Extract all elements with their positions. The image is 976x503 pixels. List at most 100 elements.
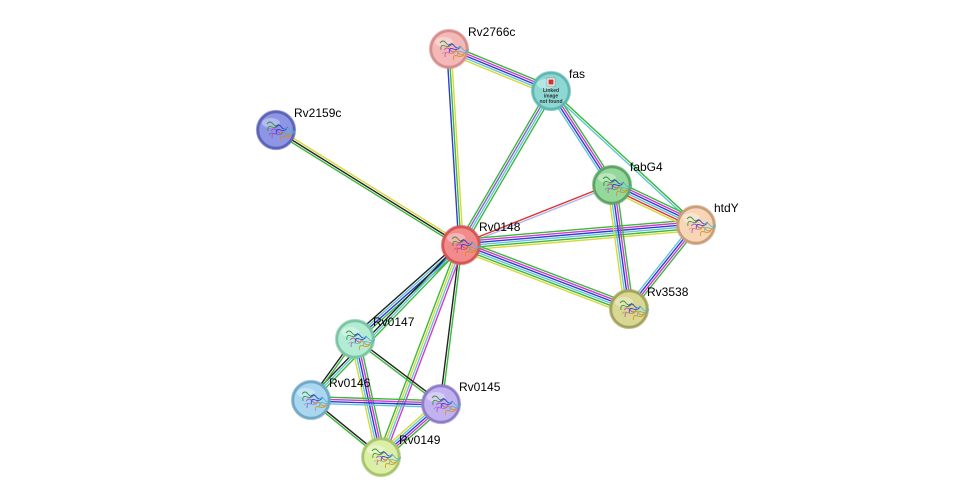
edge-evidence-line bbox=[439, 244, 461, 405]
structure-strand bbox=[318, 397, 332, 408]
structure-strand bbox=[441, 50, 457, 55]
edge-evidence-line bbox=[450, 48, 464, 246]
node-label: Rv0146 bbox=[329, 376, 371, 390]
edge-evidence-line bbox=[381, 244, 463, 459]
edge-evidence-line bbox=[551, 89, 698, 225]
node-bubble[interactable] bbox=[531, 71, 571, 111]
node-Rv0145[interactable]: Rv0145 bbox=[420, 380, 501, 425]
structure-strand bbox=[703, 222, 717, 233]
node-Rv0148[interactable]: Rv0148 bbox=[440, 220, 521, 266]
structure-strand bbox=[345, 330, 359, 341]
structure-strand bbox=[602, 176, 616, 187]
structure-strand bbox=[619, 300, 633, 311]
node-fabG4[interactable]: fabG4 bbox=[591, 160, 664, 206]
edge-evidence-line bbox=[611, 184, 630, 310]
structure-strand bbox=[380, 451, 393, 462]
edge-evidence-line bbox=[460, 243, 631, 309]
node-label: Rv2159c bbox=[294, 106, 341, 120]
structure-strand bbox=[688, 226, 704, 231]
edge-fabG4-Rv3538[interactable] bbox=[606, 183, 635, 311]
edge-evidence-line bbox=[460, 223, 697, 245]
protein-structure-icon bbox=[301, 391, 332, 412]
node-Rv3538[interactable]: Rv3538 bbox=[608, 285, 689, 330]
edge-evidence-line bbox=[310, 396, 442, 402]
structure-strand bbox=[636, 306, 650, 317]
structure-strand bbox=[347, 340, 363, 345]
node-label: fabG4 bbox=[630, 160, 663, 174]
node-htdY[interactable]: htdY bbox=[675, 201, 739, 246]
edge-Rv0146-Rv0145[interactable] bbox=[310, 396, 442, 408]
protein-structure-icon bbox=[619, 300, 650, 321]
edge-evidence-line bbox=[377, 243, 459, 457]
protein-structure-icon bbox=[345, 330, 376, 351]
edge-evidence-line bbox=[459, 89, 551, 246]
edge-evidence-line bbox=[606, 184, 626, 311]
edge-evidence-line bbox=[459, 218, 697, 241]
edge-evidence-line bbox=[310, 398, 442, 404]
broken-image-text-line: not found bbox=[539, 99, 562, 105]
edge-Rv0148-Rv0146[interactable] bbox=[308, 242, 464, 403]
edge-evidence-line bbox=[356, 337, 384, 458]
edge-Rv0148-Rv2766c[interactable] bbox=[446, 48, 464, 246]
edge-evidence-line bbox=[460, 229, 698, 252]
protein-structure-icon bbox=[451, 236, 482, 257]
node-Rv0149[interactable]: Rv0149 bbox=[360, 433, 441, 478]
node-label: Rv2766c bbox=[468, 25, 515, 39]
edge-evidence-line bbox=[308, 242, 461, 400]
structure-strand bbox=[619, 182, 633, 193]
edge-Rv0148-Rv2159c[interactable] bbox=[274, 127, 463, 248]
edge-evidence-line bbox=[461, 90, 553, 247]
edge-fas-htdY[interactable] bbox=[549, 89, 698, 227]
protein-structure-icon bbox=[602, 176, 633, 197]
structure-strand bbox=[266, 121, 280, 132]
edge-Rv0148-Rv3538[interactable] bbox=[458, 239, 632, 315]
broken-image-text-line: Linked bbox=[543, 88, 559, 94]
structure-strand bbox=[453, 246, 469, 251]
edge-evidence-line bbox=[459, 183, 613, 245]
node-Rv0146[interactable]: Rv0146 bbox=[290, 376, 371, 421]
edge-evidence-line bbox=[310, 400, 442, 406]
edge-evidence-line bbox=[457, 88, 549, 245]
protein-structure-icon bbox=[439, 40, 470, 61]
node-Rv0147[interactable]: Rv0147 bbox=[334, 315, 415, 360]
edge-Rv0148-Rv0145[interactable] bbox=[439, 244, 463, 405]
node-label: htdY bbox=[714, 201, 739, 215]
protein-structure-icon bbox=[431, 395, 462, 416]
structure-strand bbox=[439, 40, 453, 51]
structure-strand bbox=[433, 405, 449, 410]
edge-evidence-line bbox=[276, 127, 463, 244]
node-Rv2159c[interactable]: Rv2159c bbox=[255, 106, 342, 151]
edge-evidence-line bbox=[311, 245, 464, 403]
structure-strand bbox=[448, 401, 462, 412]
edge-Rv0148-fabG4[interactable] bbox=[459, 183, 614, 247]
structure-strand bbox=[275, 124, 288, 135]
structure-strand bbox=[354, 333, 367, 344]
edge-evidence-line bbox=[463, 91, 555, 248]
edge-Rv0148-htdY[interactable] bbox=[459, 218, 698, 252]
edge-evidence-line bbox=[459, 247, 629, 313]
edge-Rv0148-fas[interactable] bbox=[457, 88, 555, 248]
edge-Rv0148-Rv0149[interactable] bbox=[377, 243, 465, 459]
edge-evidence-line bbox=[461, 241, 631, 307]
structure-strand bbox=[310, 394, 323, 405]
node-label: Rv0149 bbox=[399, 433, 441, 447]
edge-evidence-line bbox=[275, 129, 462, 246]
node-Rv2766c[interactable]: Rv2766c bbox=[428, 25, 516, 70]
edge-evidence-line bbox=[615, 183, 635, 310]
edge-evidence-line bbox=[459, 245, 630, 311]
edge-evidence-line bbox=[460, 225, 697, 247]
structure-strand bbox=[388, 454, 402, 465]
protein-structure-icon bbox=[266, 121, 297, 142]
edge-evidence-line bbox=[460, 227, 697, 249]
edge-evidence-line bbox=[458, 249, 628, 315]
structure-strand bbox=[371, 448, 385, 459]
structure-strand bbox=[451, 236, 465, 247]
structure-strand bbox=[440, 398, 453, 409]
structure-strand bbox=[448, 43, 461, 54]
edge-evidence-line bbox=[310, 244, 462, 401]
edge-evidence-line bbox=[460, 221, 697, 243]
